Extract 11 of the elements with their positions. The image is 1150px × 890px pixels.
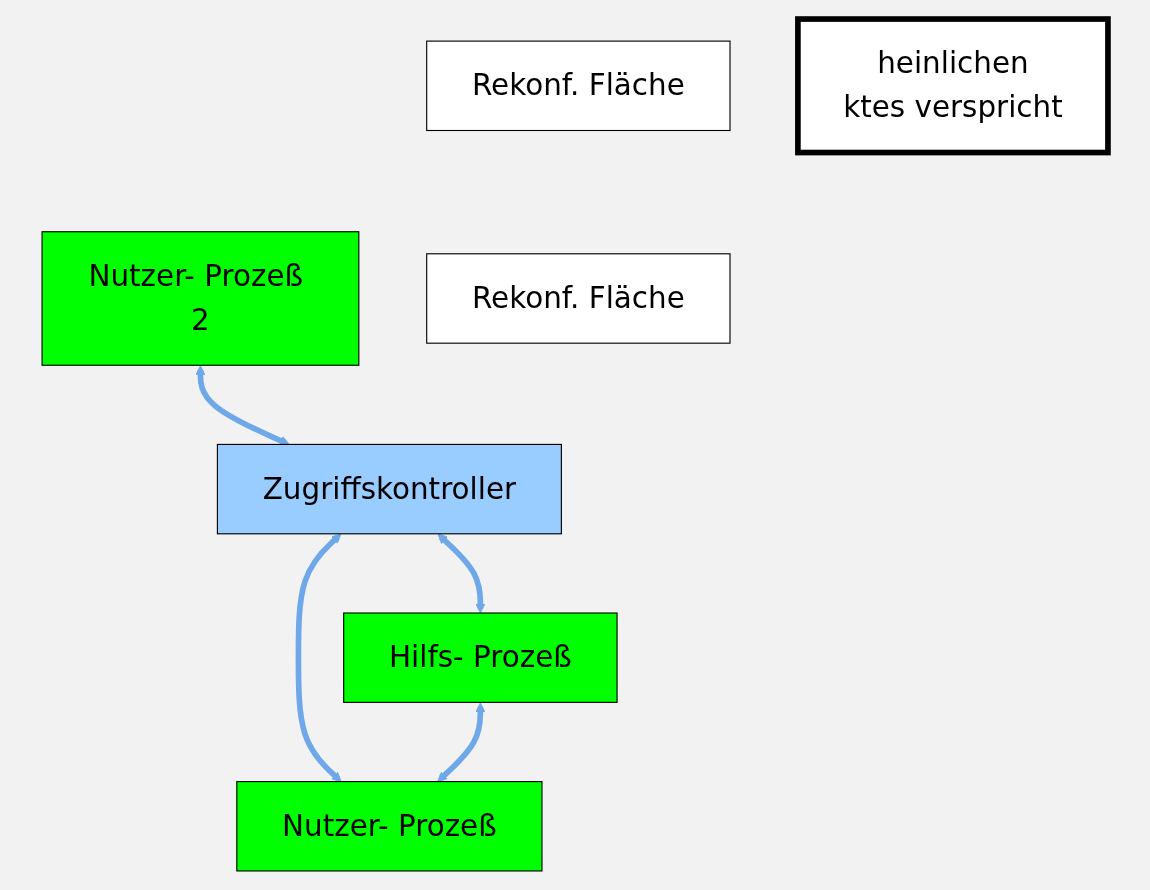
node-box: Rekonf. Fläche [426,253,731,344]
node-box: Zugriffskontroller [216,443,562,535]
node-box: Nutzer- Prozeß 2 [41,231,360,366]
node-box: Nutzer- Prozeß [236,781,543,872]
arrow [437,702,486,783]
arrow [195,365,290,446]
arrow [437,533,486,614]
node-box: heinlichen ktes verspricht [795,16,1111,156]
arrow [295,533,342,783]
node-box: Rekonf. Fläche [426,40,731,132]
node-box: Hilfs- Prozeß [343,612,618,703]
